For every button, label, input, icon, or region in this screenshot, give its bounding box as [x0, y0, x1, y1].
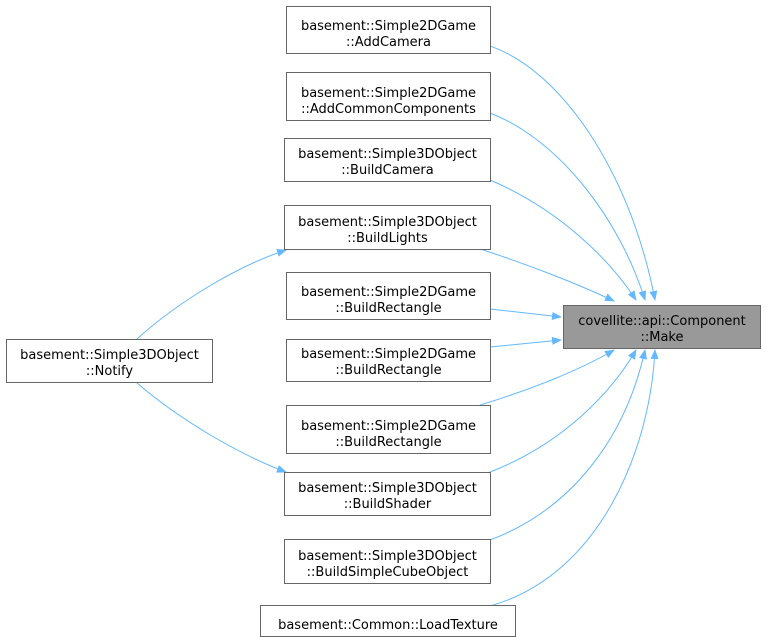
- node-label-line2: ::BuildRectangle: [335, 363, 442, 378]
- edge-build-rectangle-3-to-make: [479, 349, 615, 406]
- node-simple3dobject-buildsimplecubeobject[interactable]: basement::Simple3DObject ::BuildSimpleCu…: [284, 539, 491, 584]
- node-label-line1: basement::Common::LoadTexture: [278, 618, 498, 633]
- node-label-line1: basement::Simple2DGame: [300, 285, 477, 300]
- node-simple2dgame-addcommoncomponents[interactable]: basement::Simple2DGame ::AddCommonCompon…: [286, 72, 491, 121]
- node-simple3dobject-notify[interactable]: basement::Simple3DObject ::Notify: [6, 339, 213, 383]
- edge-add-common-components-to-make: [489, 112, 647, 301]
- node-label-line1: covellite::api::Component: [578, 314, 746, 329]
- node-label-line1: basement::Simple3DObject: [298, 215, 477, 230]
- node-simple2dgame-addcamera[interactable]: basement::Simple2DGame ::AddCamera: [286, 6, 491, 54]
- node-label-line2: ::BuildCamera: [341, 163, 434, 178]
- node-label-line2: ::BuildLights: [347, 231, 428, 246]
- node-common-loadtexture[interactable]: basement::Common::LoadTexture: [260, 605, 516, 637]
- node-label-line2: ::AddCamera: [346, 35, 431, 50]
- edge-build-rectangle-2-to-make: [489, 336, 562, 348]
- node-label-line2: ::BuildRectangle: [335, 301, 442, 316]
- node-label-line1: basement::Simple2DGame: [300, 347, 477, 362]
- node-label-line1: basement::Simple2DGame: [300, 19, 477, 34]
- edge-notify-to-build-shader: [136, 382, 287, 473]
- node-label-line1: basement::Simple3DObject: [20, 348, 199, 363]
- node-label-line2: ::BuildShader: [343, 497, 432, 512]
- node-label-line1: basement::Simple3DObject: [298, 481, 477, 496]
- node-simple2dgame-buildrectangle[interactable]: basement::Simple2DGame ::BuildRectangle: [286, 405, 491, 454]
- node-simple2dgame-buildrectangle[interactable]: basement::Simple2DGame ::BuildRectangle: [286, 272, 491, 320]
- node-label-line2: ::AddCommonComponents: [301, 102, 476, 117]
- node-simple3dobject-buildshader[interactable]: basement::Simple3DObject ::BuildShader: [284, 472, 491, 516]
- node-simple3dobject-buildlights[interactable]: basement::Simple3DObject ::BuildLights: [284, 205, 491, 250]
- node-label-line2: ::Make: [640, 330, 684, 345]
- node-label-line2: ::BuildRectangle: [335, 435, 442, 450]
- edge-build-simple-cube-object-to-make: [489, 349, 647, 541]
- edge-build-camera-to-make: [489, 179, 637, 301]
- edge-notify-to-build-lights: [136, 248, 287, 340]
- edge-build-shader-to-make: [489, 349, 637, 473]
- node-simple2dgame-buildrectangle[interactable]: basement::Simple2DGame ::BuildRectangle: [286, 339, 491, 382]
- node-label-line2: ::BuildSimpleCubeObject: [306, 565, 469, 580]
- edge-build-rectangle-1-to-make: [489, 308, 562, 320]
- node-label-line1: basement::Simple2DGame: [300, 86, 477, 101]
- edge-load-texture-to-make: [489, 349, 659, 607]
- node-label-line1: basement::Simple3DObject: [298, 147, 477, 162]
- edge-build-lights-to-make: [479, 248, 615, 302]
- edge-add-camera-to-make: [489, 45, 658, 301]
- node-simple3dobject-buildcamera[interactable]: basement::Simple3DObject ::BuildCamera: [284, 138, 491, 182]
- node-label-line1: basement::Simple2DGame: [300, 419, 477, 434]
- node-label-line1: basement::Simple3DObject: [298, 549, 477, 564]
- node-label-line2: ::Notify: [85, 364, 134, 379]
- node-component-make[interactable]: covellite::api::Component ::Make: [563, 305, 761, 349]
